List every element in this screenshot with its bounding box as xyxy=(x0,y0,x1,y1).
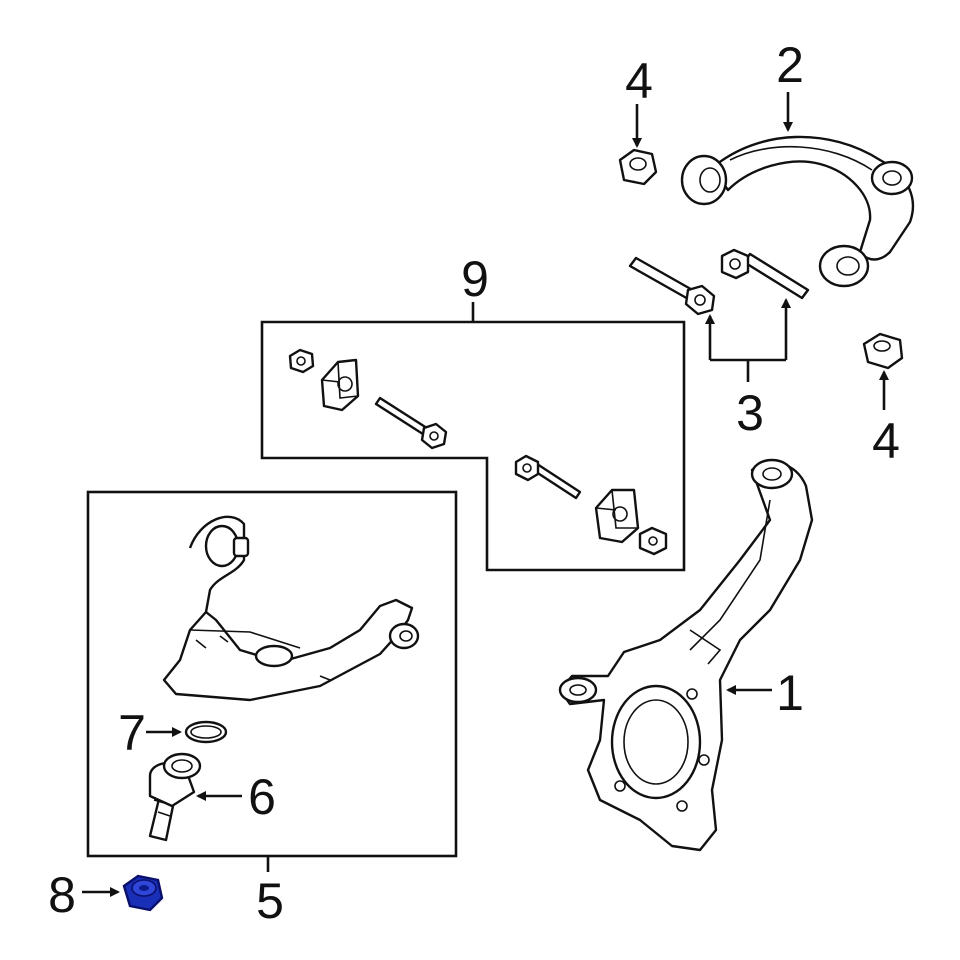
kit-bolt-left-icon xyxy=(374,396,448,450)
upper-control-arm-icon xyxy=(680,135,915,288)
kit-nut-right-icon xyxy=(638,526,668,556)
callout-8: 8 xyxy=(48,867,76,923)
callout-7: 7 xyxy=(118,705,146,761)
highlighted-nut-icon xyxy=(122,874,164,912)
callout-3: 3 xyxy=(736,385,764,441)
kit-cam-washer-right-icon xyxy=(594,488,640,544)
ball-joint-icon xyxy=(148,752,202,842)
callout-2: 2 xyxy=(776,37,804,93)
nut-right-icon xyxy=(862,332,904,370)
bolt-left-icon xyxy=(628,256,716,316)
lower-arm-box xyxy=(86,490,458,858)
kit-nut-left-icon xyxy=(288,348,315,374)
callout-6: 6 xyxy=(248,769,276,825)
callout-4-top: 4 xyxy=(625,53,653,109)
kit-bolt-right-icon xyxy=(514,454,582,500)
cam-kit-box xyxy=(260,320,686,572)
bolt-right-icon xyxy=(720,248,810,300)
kit-cam-washer-left-icon xyxy=(320,358,360,412)
steering-knuckle-icon xyxy=(558,458,814,852)
nut-top-icon xyxy=(618,148,658,186)
lower-control-arm-icon xyxy=(162,515,420,702)
callout-4-right: 4 xyxy=(872,413,900,469)
callout-5: 5 xyxy=(256,873,284,929)
snap-ring-icon xyxy=(184,720,228,744)
callout-9: 9 xyxy=(461,251,489,307)
callout-1: 1 xyxy=(776,665,804,721)
